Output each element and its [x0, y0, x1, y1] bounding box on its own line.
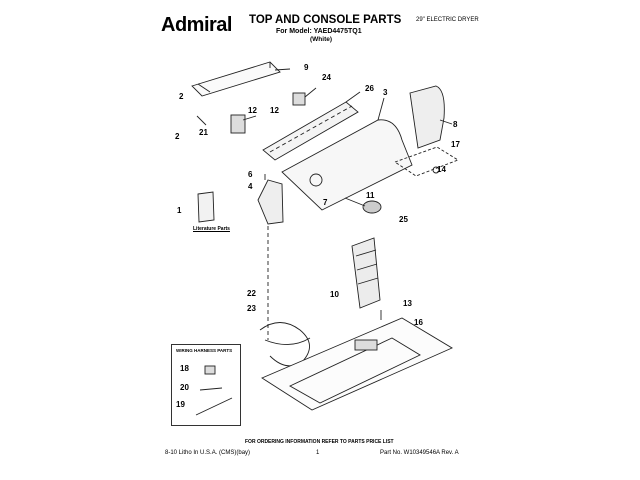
callout-21: 21	[199, 128, 208, 137]
color-line: (White)	[310, 36, 333, 43]
dryer-top-part	[261, 317, 453, 411]
page-title: TOP AND CONSOLE PARTS	[249, 14, 402, 26]
harness-title: WIRING HARNESS PARTS	[176, 348, 233, 353]
screw-part	[196, 115, 207, 126]
callout-25: 25	[399, 215, 408, 224]
console-rail-part	[262, 101, 359, 161]
control-part	[292, 92, 306, 106]
callout-9: 9	[304, 63, 309, 72]
callout-26: 26	[365, 84, 374, 93]
callout-1: 1	[177, 206, 182, 215]
callout-16: 16	[414, 318, 423, 327]
callout-7: 7	[323, 198, 328, 207]
lint-duct-part	[351, 237, 381, 309]
callout-2b: 2	[175, 132, 180, 141]
litho-line: 8-10 Litho In U.S.A. (CMS)(bay)	[165, 450, 251, 456]
tie-part	[199, 387, 223, 391]
strap-part	[195, 397, 233, 416]
callout-2a: 2	[179, 92, 184, 101]
literature-parts-label: Literature Parts	[193, 226, 230, 232]
ordering-note: FOR ORDERING INFORMATION REFER TO PARTS …	[245, 439, 394, 445]
bracket-part	[230, 114, 246, 134]
dryer-type: 29" ELECTRIC DRYER	[416, 17, 479, 23]
callout-17: 17	[451, 140, 460, 149]
left-end-cap-part	[257, 179, 284, 225]
end-cap-part	[409, 85, 445, 149]
callout-20: 20	[180, 383, 189, 392]
callout-6: 6	[248, 170, 253, 179]
rear-panel-part	[191, 61, 281, 97]
callout-19: 19	[176, 400, 185, 409]
callout-18: 18	[180, 364, 189, 373]
callout-12a: 12	[248, 106, 257, 115]
brand-logo: Admiral	[161, 14, 232, 36]
callout-12b: 12	[270, 106, 279, 115]
callout-23: 23	[247, 304, 256, 313]
part-number: Part No. W10349546A Rev. A	[380, 450, 459, 456]
literature-part	[197, 191, 215, 223]
connector-part	[204, 365, 216, 375]
callout-24: 24	[322, 73, 331, 82]
page-number: 1	[316, 450, 320, 456]
screw-part	[197, 83, 211, 93]
console-panel-part	[281, 119, 413, 211]
wire-harness-part	[259, 322, 310, 367]
model-line: For Model: YAED4475TQ1	[276, 28, 362, 35]
callout-8: 8	[453, 120, 458, 129]
harness-box	[171, 344, 241, 426]
callout-3: 3	[383, 88, 388, 97]
callout-10: 10	[330, 290, 339, 299]
callout-11: 11	[366, 191, 375, 200]
callout-14: 14	[437, 165, 446, 174]
callout-13: 13	[403, 299, 412, 308]
knob-part	[362, 200, 382, 214]
callout-22: 22	[247, 289, 256, 298]
callout-4: 4	[248, 182, 253, 191]
timer-knob-part	[309, 173, 323, 187]
